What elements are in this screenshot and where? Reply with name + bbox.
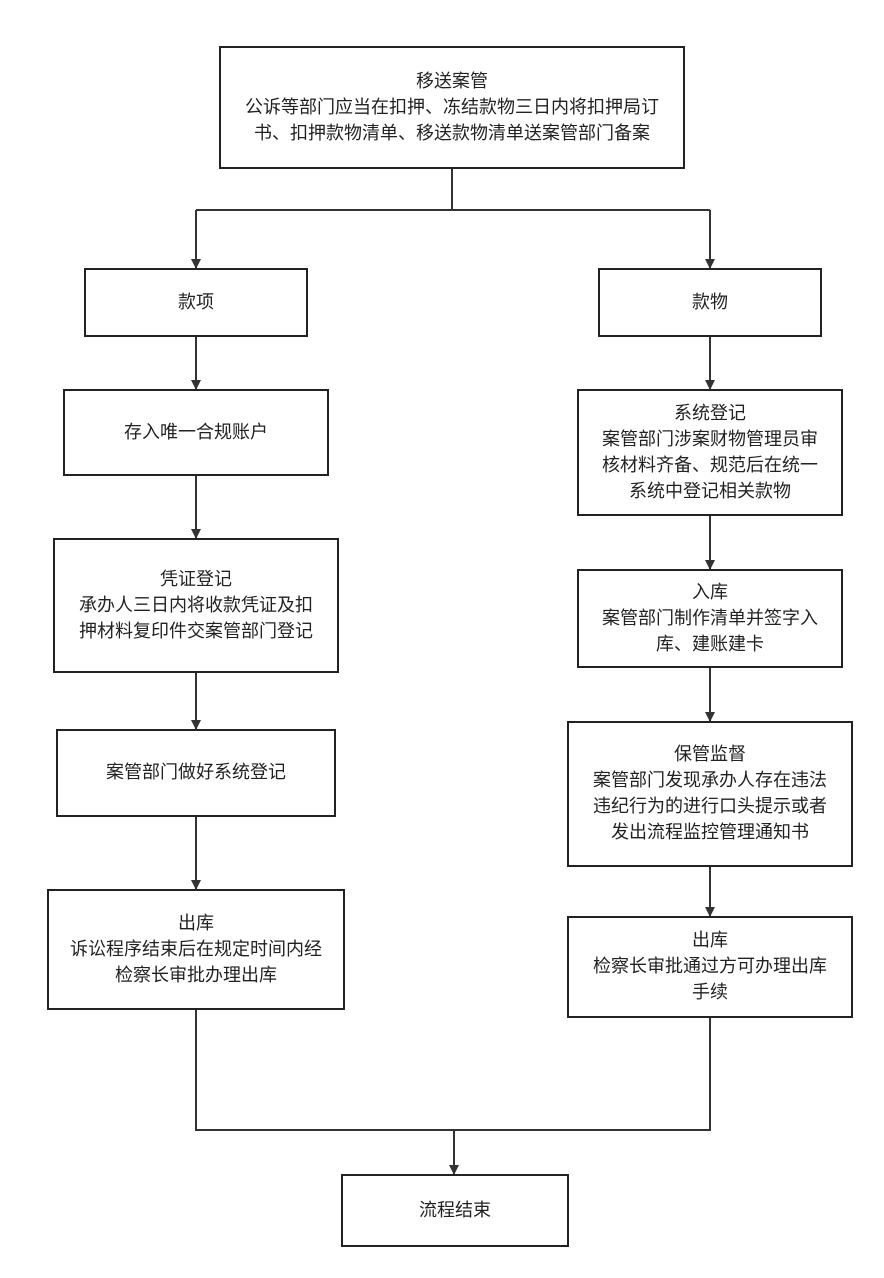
node-funds: 款项 [84,268,308,337]
node-title: 款物 [692,291,728,313]
node-line: 书、扣押款物清单、移送款物清单送案管部门备案 [254,122,650,144]
node-title: 保管监督 [674,744,746,765]
node-title: 案管部门做好系统登记 [106,762,286,783]
node-end: 流程结束 [341,1174,569,1247]
node-title: 流程结束 [419,1199,491,1221]
node-custody-supervision: 保管监督 案管部门发现承办人存在违法 违纪行为的进行口头提示或者 发出流程监控管… [567,721,853,867]
node-system-register: 系统登记 案管部门涉案财物管理员审 核材料齐备、规范后在统一 系统中登记相关款物 [577,389,843,516]
node-title: 存入唯一合规账户 [124,421,268,443]
node-line: 案管部门涉案财物管理员审 [602,428,818,450]
node-line: 公诉等部门应当在扣押、冻结款物三日内将扣押局订 [245,96,659,118]
node-title: 出库 [178,912,214,934]
node-line: 检察长审批通过方可办理出库 [593,956,827,977]
node-transfer: 移送案管 公诉等部门应当在扣押、冻结款物三日内将扣押局订 书、扣押款物清单、移送… [219,46,685,169]
node-case-mgmt-system-register: 案管部门做好系统登记 [56,729,336,817]
node-line: 案管部门发现承办人存在违法 [593,770,827,791]
node-line: 承办人三日内将收款凭证及扣 [79,594,313,616]
node-line: 押材料复印件交案管部门登记 [79,620,313,642]
node-title: 移送案管 [416,70,488,92]
node-line: 系统中登记相关款物 [629,480,791,502]
node-line: 手续 [692,982,728,1003]
node-title: 入库 [692,581,728,603]
node-line: 检察长审批办理出库 [115,964,277,986]
connector-left-merge [195,1009,711,1131]
node-goods: 款物 [598,268,822,337]
node-line: 库、建账建卡 [656,633,764,655]
node-funds-outbound: 出库 诉讼程序结束后在规定时间内经 检察长审批办理出库 [47,889,345,1010]
node-line: 核材料齐备、规范后在统一 [602,454,818,476]
node-title: 凭证登记 [160,568,232,590]
node-goods-outbound: 出库 检察长审批通过方可办理出库 手续 [567,916,853,1018]
node-title: 款项 [178,291,214,313]
node-inbound: 入库 案管部门制作清单并签字入 库、建账建卡 [577,569,843,668]
node-line: 诉讼程序结束后在规定时间内经 [70,938,322,960]
node-title: 出库 [692,930,728,951]
node-voucher-register: 凭证登记 承办人三日内将收款凭证及扣 押材料复印件交案管部门登记 [53,538,339,673]
node-line: 违纪行为的进行口头提示或者 [593,796,827,817]
node-line: 发出流程监控管理通知书 [611,822,809,843]
node-line: 案管部门制作清单并签字入 [602,607,818,629]
node-title: 系统登记 [674,402,746,424]
node-deposit-account: 存入唯一合规账户 [63,389,329,476]
